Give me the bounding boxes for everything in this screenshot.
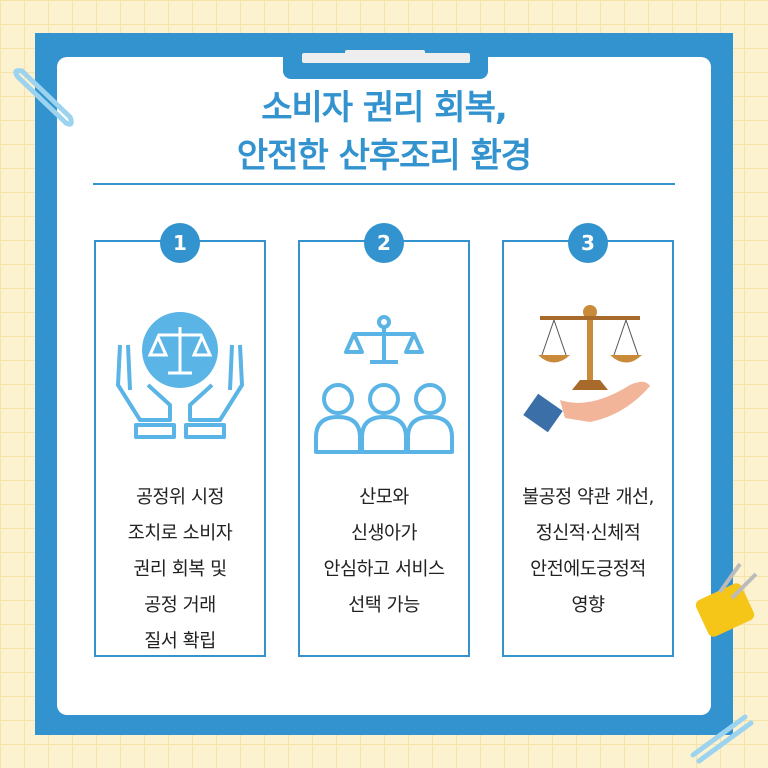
title-line-2: 안전한 산후조리 환경	[236, 136, 532, 176]
clipboard-clip-bar	[302, 53, 470, 63]
card-1-text: 공정위 시정 조치로 소비자 권리 회복 및 공정 거래 질서 확립	[85, 480, 275, 660]
card-1-line: 질서 확립	[144, 631, 216, 652]
card-3-text: 불공정 약관 개선, 정신적·신체적 안전에도긍정적 영향	[493, 480, 683, 624]
title-line-1: 소비자 권리 회복,	[261, 88, 508, 128]
card-3-line: 안전에도긍정적	[530, 559, 646, 580]
card-2-line: 안심하고 서비스	[323, 559, 445, 580]
clipboard-clip-top	[345, 50, 425, 58]
card-1-line: 권리 회복 및	[133, 559, 227, 580]
card-3-line: 영향	[571, 595, 605, 616]
card-3-line: 정신적·신체적	[535, 523, 641, 544]
card-2-text: 산모와 신생아가 안심하고 서비스 선택 가능	[289, 480, 479, 624]
paperclip-icon	[690, 714, 754, 764]
card-1-number: 1	[160, 223, 200, 263]
card-1-line: 공정위 시정	[136, 487, 224, 508]
card-1-line: 공정 거래	[144, 595, 216, 616]
card-3-number: 3	[568, 223, 608, 263]
scale-people-icon	[314, 315, 454, 454]
paperclip-icon	[13, 68, 74, 127]
card-3-line: 불공정 약관 개선,	[522, 487, 654, 508]
title-divider	[93, 183, 675, 185]
card-2-line: 선택 가능	[348, 595, 420, 616]
hands-scale-icon	[116, 312, 244, 439]
card-2-line: 산모와	[359, 487, 409, 508]
card-2-line: 신생아가	[350, 523, 418, 544]
card-2-number: 2	[364, 223, 404, 263]
binder-clip-icon	[695, 562, 758, 637]
card-1-line: 조치로 소비자	[127, 523, 233, 544]
hand-scale-icon	[523, 305, 650, 433]
